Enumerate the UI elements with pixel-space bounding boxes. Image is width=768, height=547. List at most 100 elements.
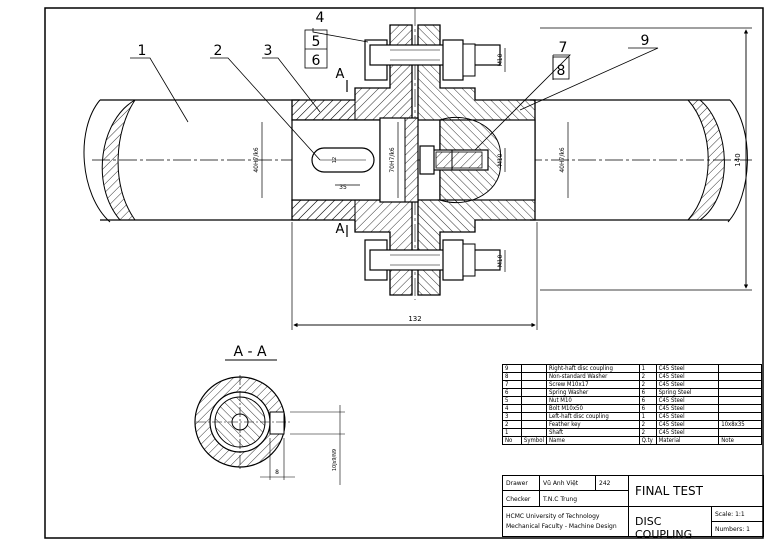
dim-bolt-bottom: M10 bbox=[497, 254, 504, 267]
section-view bbox=[194, 375, 345, 485]
bom-cell-symbol bbox=[520, 428, 548, 437]
bom-cell-no: 8 bbox=[502, 372, 522, 381]
bom-cell-qty: 6 bbox=[638, 396, 657, 405]
bom-cell-symbol bbox=[520, 404, 548, 413]
bom-cell-material: Material bbox=[655, 436, 720, 445]
section-mark-top: A bbox=[336, 67, 345, 82]
bom-cell-material: Spring Steel bbox=[655, 388, 720, 397]
title-block: Drawer Vũ Anh Việt 242 Checker T.N.C Tru… bbox=[502, 475, 764, 541]
callout-5: 5 bbox=[312, 34, 321, 50]
callout-9: 9 bbox=[641, 33, 650, 49]
bom-cell-no: No bbox=[502, 436, 522, 445]
bom-cell-note bbox=[718, 396, 762, 405]
drawer-name: Vũ Anh Việt bbox=[543, 480, 579, 487]
checker-name: T.N.C Trung bbox=[543, 496, 578, 503]
bom-cell-note bbox=[718, 372, 762, 381]
bom-cell-material: C45 Steel bbox=[655, 404, 720, 413]
org-line-1: HCMC University of Technology bbox=[506, 513, 600, 520]
bom-cell-symbol: Symbol bbox=[520, 436, 548, 445]
callout-1: 1 bbox=[138, 43, 147, 59]
section-view-title: A - A bbox=[233, 344, 267, 360]
bom-cell-no: 6 bbox=[502, 388, 522, 397]
bom-cell-note: 10x8x35 bbox=[718, 420, 762, 429]
bom-cell-no: 3 bbox=[502, 412, 522, 421]
bom-cell-note bbox=[718, 364, 762, 373]
bom-cell-name: Shaft bbox=[546, 428, 640, 437]
bom-cell-name: Name bbox=[546, 436, 640, 445]
bolt-top bbox=[364, 39, 501, 81]
bom-cell-qty: 1 bbox=[638, 364, 657, 373]
callout-6: 6 bbox=[312, 53, 321, 69]
sheet-border bbox=[44, 7, 764, 539]
bom-cell-name: Bolt M10x50 bbox=[546, 404, 640, 413]
dim-section-fit: 10Js9/N9 bbox=[332, 449, 338, 471]
drawing-title: FINAL TEST bbox=[635, 484, 703, 498]
bom-cell-no: 1 bbox=[502, 428, 522, 437]
bom-cell-note bbox=[718, 388, 762, 397]
bom-cell-name: Screw M10x17 bbox=[546, 380, 640, 389]
dim-shaft-left: 40H7/k6 bbox=[253, 147, 260, 172]
screw bbox=[419, 145, 489, 175]
dim-key-width: 12 bbox=[332, 157, 338, 163]
bom-cell-name: Feather key bbox=[546, 420, 640, 429]
bom-cell-qty: Q.ty bbox=[638, 436, 657, 445]
org-line-2: Mechanical Faculty - Machine Design bbox=[506, 523, 617, 530]
right-shaft bbox=[530, 99, 748, 223]
bom-cell-qty: 6 bbox=[638, 404, 657, 413]
bom-cell-material: C45 Steel bbox=[655, 412, 720, 421]
bom-cell-no: 9 bbox=[502, 364, 522, 373]
dim-section-key-width: 8 bbox=[275, 469, 279, 476]
bom-cell-no: 5 bbox=[502, 396, 522, 405]
left-shaft bbox=[83, 99, 300, 223]
callout-boxes bbox=[304, 29, 570, 80]
dim-bolt-top: M10 bbox=[497, 53, 504, 66]
callout-2: 2 bbox=[214, 43, 223, 59]
dim-screw: M10 bbox=[497, 153, 504, 166]
bom-cell-note bbox=[718, 404, 762, 413]
bom-cell-note bbox=[718, 412, 762, 421]
bom-cell-qty: 2 bbox=[638, 380, 657, 389]
drawing-name: DISC COUPLING bbox=[635, 515, 693, 541]
section-mark-bottom: A bbox=[336, 222, 345, 237]
bom-cell-no: 4 bbox=[502, 404, 522, 413]
callout-4: 4 bbox=[316, 10, 325, 26]
bom-cell-qty: 2 bbox=[638, 372, 657, 381]
callout-3: 3 bbox=[264, 43, 273, 59]
dim-spigot: 70H7/k6 bbox=[389, 147, 396, 172]
bom-cell-name: Left-haft disc coupling bbox=[546, 412, 640, 421]
bom-cell-note: Note bbox=[718, 436, 762, 445]
bom-cell-symbol bbox=[520, 372, 548, 381]
bolt-bottom bbox=[364, 239, 501, 281]
checker-label: Checker bbox=[506, 496, 531, 503]
bom-cell-no: 7 bbox=[502, 380, 522, 389]
bom-cell-note bbox=[718, 428, 762, 437]
scale-label: Scale: 1:1 bbox=[715, 511, 745, 518]
bom-cell-name: Nut M10 bbox=[546, 396, 640, 405]
bom-cell-symbol bbox=[520, 420, 548, 429]
bom-cell-symbol bbox=[520, 388, 548, 397]
bom-cell-qty: 2 bbox=[638, 428, 657, 437]
bom-cell-symbol bbox=[520, 396, 548, 405]
callout-8: 8 bbox=[557, 63, 566, 79]
dimension-lines bbox=[261, 27, 752, 330]
bom-cell-qty: 2 bbox=[638, 420, 657, 429]
bom-cell-symbol bbox=[520, 364, 548, 373]
bom-cell-no: 2 bbox=[502, 420, 522, 429]
bom-cell-material: C45 Steel bbox=[655, 428, 720, 437]
bom-cell-name: Right-haft disc coupling bbox=[546, 364, 640, 373]
bom-cell-name: Spring Washer bbox=[546, 388, 640, 397]
dim-length-total: 132 bbox=[408, 315, 421, 323]
bom-cell-material: C45 Steel bbox=[655, 420, 720, 429]
